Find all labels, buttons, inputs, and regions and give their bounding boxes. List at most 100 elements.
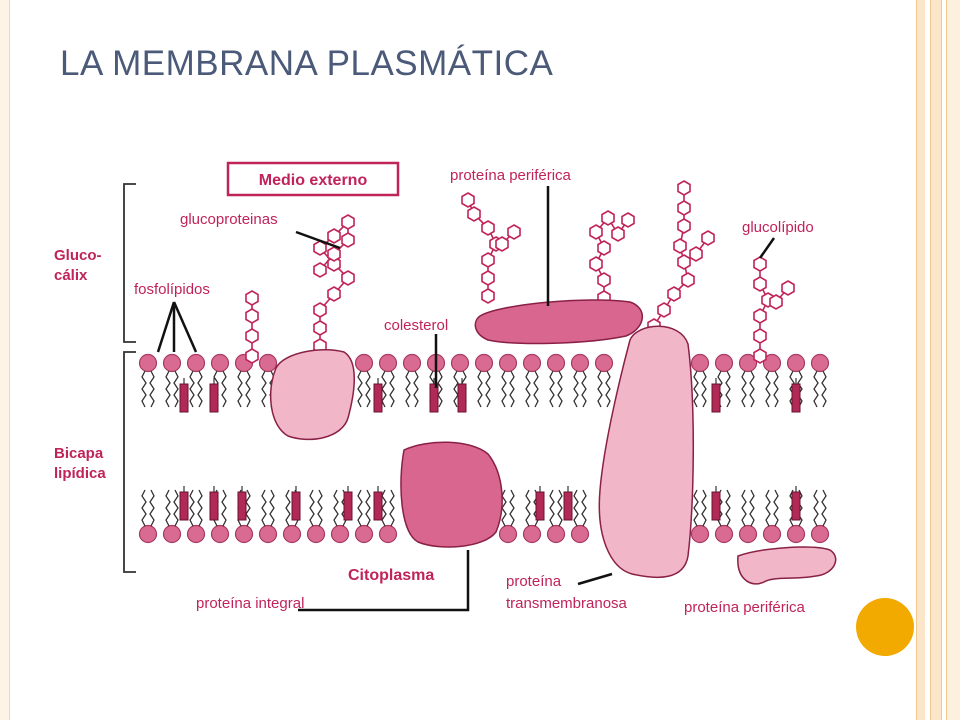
glycolipid-branch-right: [769, 280, 795, 310]
sugar-unit: [657, 302, 671, 318]
sugar-unit: [245, 328, 259, 344]
integral-protein-top: [269, 349, 355, 441]
phospholipid-head: [810, 489, 830, 544]
phospholipid-head: [570, 489, 590, 544]
pointer-lines: [156, 186, 776, 612]
peripheral-sugar-branch: [495, 224, 521, 252]
sugar-unit: [341, 214, 355, 230]
phospholipid-head: [690, 353, 710, 408]
phospholipid-head: [498, 353, 518, 408]
cholesterol: [563, 485, 573, 521]
sugar-unit: [589, 256, 603, 272]
cholesterol: [457, 377, 467, 413]
phospholipid-head: [570, 353, 590, 408]
peripheral-protein-top: [474, 299, 643, 345]
cholesterol: [791, 485, 801, 521]
phospholipid-head: [162, 489, 182, 544]
label-glucoproteinas: glucoproteinas: [180, 211, 278, 228]
sugar-unit: [245, 290, 259, 306]
phospholipid-head: [738, 353, 758, 408]
sugar-unit: [753, 348, 767, 364]
sugar-unit: [461, 192, 475, 208]
label-proteina-periferica-bottom: proteína periférica: [684, 599, 806, 616]
phospholipid-head: [522, 353, 542, 408]
sugar-unit: [341, 232, 355, 248]
phospholipid-head: [138, 489, 158, 544]
peripheral-sugar-chain-2: [589, 210, 635, 306]
sugar-unit: [327, 246, 341, 262]
phospholipid-head: [354, 489, 374, 544]
carbohydrate-chains: [245, 180, 795, 364]
sugar-unit: [597, 240, 611, 256]
sugar-unit: [481, 270, 495, 286]
membrane-diagram: Medio externo glucoproteinas proteína pe…: [54, 161, 837, 616]
bicapa-bracket: [123, 351, 136, 573]
peripheral-protein-bottom: [737, 546, 837, 585]
cholesterol: [373, 485, 383, 521]
sugar-unit: [313, 262, 327, 278]
phospholipid-head: [258, 489, 278, 544]
sugar-unit: [667, 286, 681, 302]
label-bicapa-1: Bicapa: [54, 445, 104, 462]
sugar-unit: [689, 246, 703, 262]
cholesterol: [209, 377, 219, 413]
phospholipid-head: [738, 489, 758, 544]
sugar-unit: [481, 220, 495, 236]
sugar-unit: [753, 256, 767, 272]
phospholipid-head: [186, 353, 206, 408]
sugar-unit: [677, 218, 691, 234]
cholesterol: [711, 377, 721, 413]
sugar-unit: [673, 238, 687, 254]
cholesterol: [373, 377, 383, 413]
phospholipid-head: [138, 353, 158, 408]
transmembrane-protein: [598, 325, 695, 579]
phospholipid-head: [762, 489, 782, 544]
sugar-unit: [327, 228, 341, 244]
accent-dot: [856, 598, 914, 656]
integral-protein-bottom: [400, 441, 503, 548]
phospholipid-head: [690, 489, 710, 544]
label-glucocalix-2: cálix: [54, 267, 88, 284]
sugar-unit: [677, 180, 691, 196]
label-citoplasma: Citoplasma: [348, 567, 434, 584]
sugar-unit: [677, 254, 691, 270]
sugar-unit: [495, 236, 509, 252]
slide-title: LA MEMBRANA PLASMÁTICA: [60, 44, 554, 83]
sugar-unit: [753, 308, 767, 324]
sugar-unit: [621, 212, 635, 228]
sugar-unit: [245, 308, 259, 324]
label-medio-externo: Medio externo: [259, 172, 368, 189]
sugar-unit: [507, 224, 521, 240]
sugar-unit: [681, 272, 695, 288]
phospholipid-head: [306, 489, 326, 544]
glycolipid-chain: [245, 290, 259, 364]
label-proteina-integral: proteína integral: [196, 595, 304, 612]
sugar-unit: [341, 270, 355, 286]
phospholipid-head: [546, 353, 566, 408]
label-bicapa-2: lipídica: [54, 465, 106, 482]
sugar-unit: [769, 294, 783, 310]
sugar-unit: [781, 280, 795, 296]
cholesterol: [291, 485, 301, 521]
glycoprotein-chain: [313, 214, 355, 354]
top-lipid-leaflet: [138, 353, 830, 408]
label-glucocalix-1: Gluco-: [54, 247, 102, 264]
transmembrane-sugar-branch: [689, 230, 715, 262]
label-glucolipido: glucolípido: [742, 219, 814, 236]
sugar-unit: [481, 288, 495, 304]
cholesterol: [343, 485, 353, 521]
sugar-unit: [327, 286, 341, 302]
phospholipid-head: [762, 353, 782, 408]
label-transmembranosa-2: transmembranosa: [506, 595, 628, 612]
phospholipid-head: [402, 353, 422, 408]
glucocalix-bracket: [123, 183, 136, 343]
left-frame-border: [0, 0, 10, 720]
sugar-unit: [611, 226, 625, 242]
sugar-unit: [245, 348, 259, 364]
right-frame-border: [916, 0, 960, 720]
phospholipid-head: [186, 489, 206, 544]
medio-externo-box: [226, 161, 400, 197]
sugar-unit: [753, 276, 767, 292]
cholesterol: [179, 377, 189, 413]
sugar-unit: [467, 206, 481, 222]
